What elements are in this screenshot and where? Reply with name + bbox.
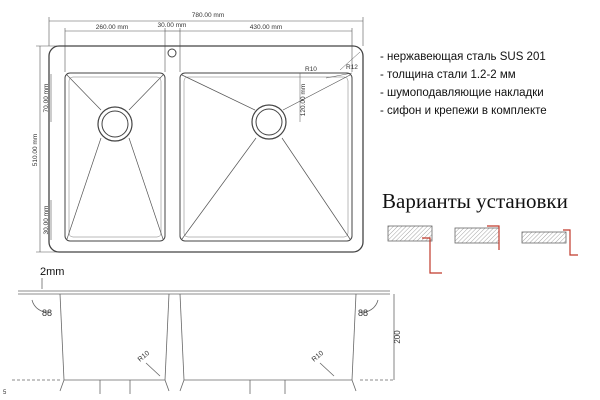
overall-height-label: 510.00 mm — [32, 134, 39, 167]
divider-width-label: 30.00 mm — [158, 22, 187, 29]
angle-right-label: 88 — [358, 308, 368, 318]
overall-width-label: 780.00 mm — [192, 12, 225, 19]
side-mark-label: 5 — [3, 390, 7, 396]
spec-item: - нержавеющая сталь SUS 201 — [380, 51, 546, 63]
right-bowl — [179, 72, 353, 242]
section-view — [12, 278, 395, 394]
spec-item: - шумоподавляющие накладки — [380, 87, 544, 99]
left-bowl — [64, 72, 166, 242]
right-drain — [251, 104, 287, 140]
install-variant-3 — [521, 229, 578, 256]
radius-outer-label: R12 — [346, 64, 358, 71]
drain-offset-label: 120.00 mm — [300, 84, 307, 117]
depth-label: 200 — [393, 330, 402, 344]
install-variant-2 — [454, 225, 500, 250]
radius-right-label: R10 — [311, 350, 325, 364]
left-drain — [97, 106, 133, 142]
faucet-hole — [167, 48, 177, 58]
right-bowl-width-label: 430.00 mm — [250, 24, 283, 31]
install-variant-1 — [387, 225, 442, 274]
spec-item: - толщина стали 1.2-2 мм — [380, 69, 516, 81]
top-dimension-lines — [36, 17, 364, 253]
left-bowl-slopes — [66, 74, 164, 240]
angle-left-label: 88 — [42, 308, 52, 318]
radius-left-label: R10 — [137, 350, 151, 364]
bottom-margin-label: 30.00 mm — [43, 206, 50, 235]
left-bowl-width-label: 260.00 mm — [96, 24, 129, 31]
sink-outer-plate — [48, 45, 364, 253]
spec-item: - сифон и крепежи в комплекте — [380, 105, 547, 117]
right-bowl-slopes — [181, 74, 351, 240]
spec-list: - нержавеющая сталь SUS 201 - толщина ст… — [380, 48, 547, 120]
top-margin-label: 70.00 mm — [43, 84, 50, 113]
radius-inner-label: R10 — [305, 66, 317, 73]
variants-title: Варианты установки — [382, 189, 568, 213]
thickness-label: 2mm — [40, 266, 65, 278]
